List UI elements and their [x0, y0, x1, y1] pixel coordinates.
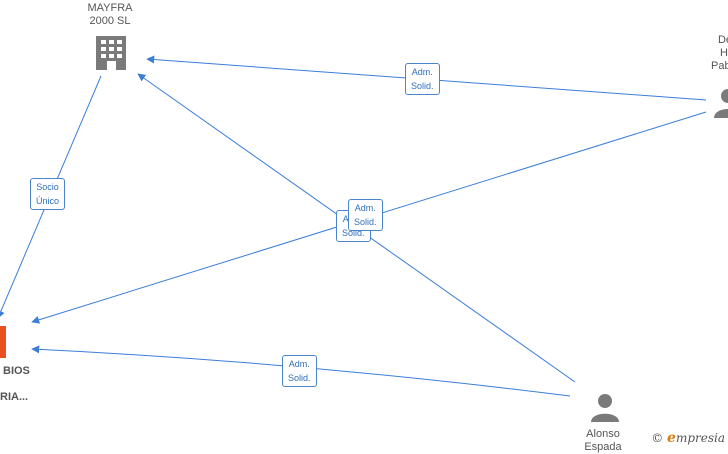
person-icon[interactable] [714, 89, 728, 118]
edge-label-line: Adm. [288, 359, 310, 369]
brand-logo-text: mpresia [675, 431, 725, 445]
node-name-line: MAYFRA [87, 2, 133, 14]
node-name-line: De [717, 34, 728, 46]
edge-label-line: Solid. [354, 217, 377, 227]
node-label-mayfra: MAYFRA 2000 SL [84, 2, 136, 28]
building-icon[interactable] [96, 36, 126, 70]
brand-logo-initial: e [667, 430, 676, 446]
edge-label[interactable]: Adm. Solid. [282, 355, 317, 387]
edge-label-line: Adm. [354, 203, 376, 213]
node-name-line: Alonso [586, 428, 620, 440]
node-label-alonso: Alonso Espada [578, 428, 628, 454]
edge-label-line: Socio [36, 182, 59, 192]
node-name-line: Pabl [710, 60, 728, 72]
edge-label[interactable]: Socio Único [30, 178, 66, 210]
node-name-line: He [719, 47, 728, 59]
node-label-de-he-pabl: De He Pabl [702, 34, 728, 73]
node-name-line: Espada [584, 441, 622, 453]
edge-label-line: Adm. [411, 67, 433, 77]
copyright-icon: © [651, 431, 664, 445]
building-icon[interactable] [0, 326, 6, 358]
person-icon[interactable] [591, 394, 619, 422]
edge-label-line: Único [36, 196, 60, 206]
edge-label[interactable]: Adm. Solid. [405, 63, 440, 95]
edge-label[interactable]: Adm. Solid. [348, 199, 383, 231]
node-name-line: 2000 SL [89, 15, 131, 27]
edge-label-line: Solid. [411, 81, 434, 91]
edge-label-line: Solid. [288, 373, 311, 383]
node-name-line: RIA... [0, 391, 29, 403]
brand-watermark: © empresia [651, 430, 725, 446]
node-name-line: BIOS [3, 365, 30, 377]
node-label-target: BIOS RIA... [0, 365, 30, 404]
edge-label-line: Solid. [342, 228, 365, 238]
